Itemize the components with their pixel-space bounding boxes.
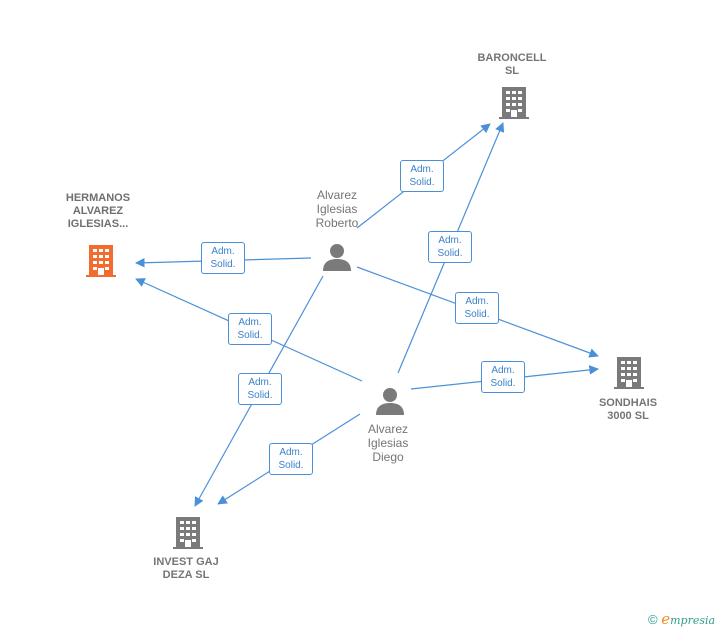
brand-name: mpresia — [670, 614, 716, 627]
node-label-baroncell[interactable]: BARONCELL SL — [477, 52, 547, 77]
edge-badge[interactable]: Adm. Solid. — [481, 361, 525, 393]
person-icon-diego[interactable] — [375, 386, 405, 416]
person-icon-roberto[interactable] — [322, 242, 352, 272]
node-label-diego[interactable]: Alvarez Iglesias Diego — [367, 422, 409, 464]
edge-badge[interactable]: Adm. Solid. — [238, 373, 282, 405]
building-icon — [173, 517, 203, 549]
edge-badge[interactable]: Adm. Solid. — [201, 242, 245, 274]
brand-logo-e: e — [661, 610, 671, 628]
node-label-invest[interactable]: INVEST GAJ DEZA SL — [153, 556, 219, 581]
building-icon — [614, 357, 644, 389]
node-label-roberto[interactable]: Alvarez Iglesias Roberto — [315, 188, 359, 230]
node-label-sondhais[interactable]: SONDHAIS 3000 SL — [598, 397, 658, 422]
company-icon-hermanos[interactable] — [86, 244, 116, 277]
footer-brand: © empresia — [648, 610, 728, 628]
edge-badge[interactable]: Adm. Solid. — [400, 160, 444, 192]
building-icon — [499, 87, 529, 119]
company-icon-invest[interactable] — [173, 516, 203, 549]
person-icon — [376, 388, 404, 415]
node-label-hermanos[interactable]: HERMANOS ALVAREZ IGLESIAS... — [65, 192, 131, 230]
company-icon-sondhais[interactable] — [614, 356, 644, 389]
edge-badge[interactable]: Adm. Solid. — [269, 443, 313, 475]
edge-badge[interactable]: Adm. Solid. — [228, 313, 272, 345]
edge-badge[interactable]: Adm. Solid. — [428, 231, 472, 263]
person-icon — [323, 244, 351, 271]
copyright-icon: © — [648, 612, 658, 627]
edge-badge[interactable]: Adm. Solid. — [455, 292, 499, 324]
company-icon-baroncell[interactable] — [499, 86, 529, 119]
building-icon — [86, 245, 116, 277]
